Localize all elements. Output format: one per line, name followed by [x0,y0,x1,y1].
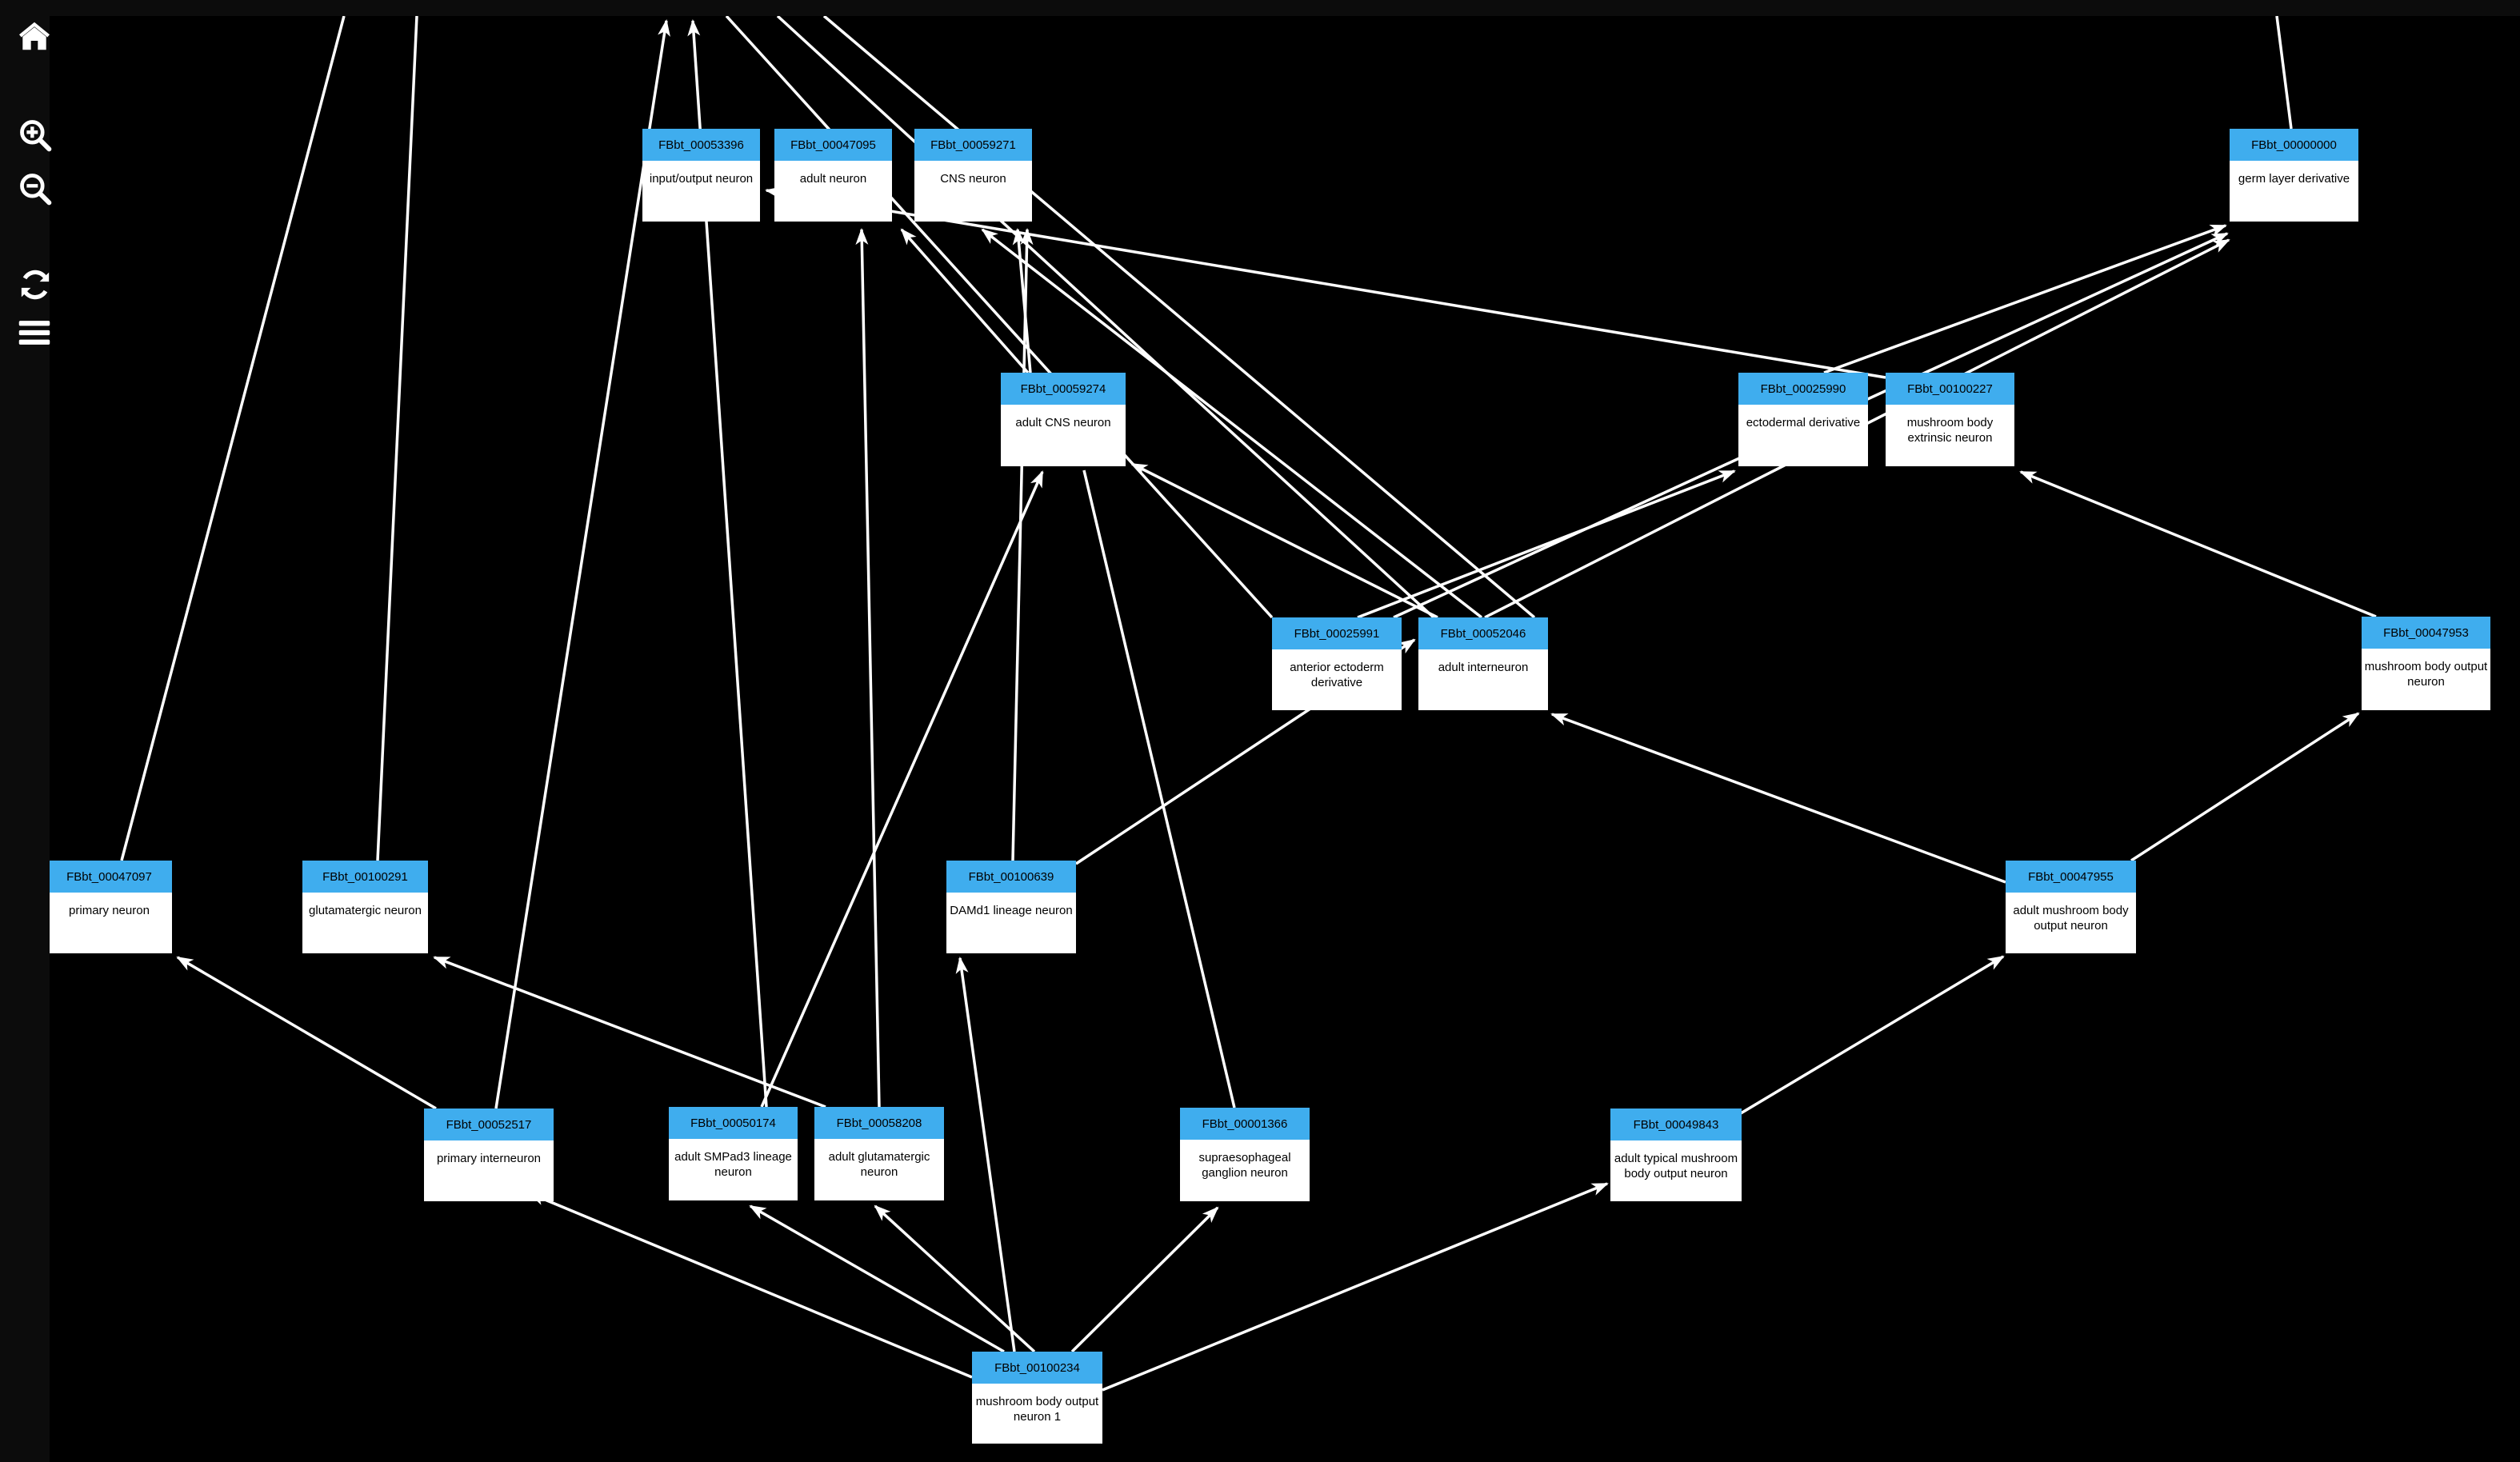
graph-edge-FBbt_00058208-to-FBbt_00100291 [433,956,826,1108]
graph-edge-FBbt_00100234-to-FBbt_00050174 [749,1204,1005,1353]
node-id-label: FBbt_00049843 [1610,1108,1742,1140]
menu-icon[interactable] [18,318,51,351]
node-id-label: FBbt_00025991 [1272,617,1402,649]
node-term-label: CNS neuron [914,161,1032,222]
node-term-label: adult SMPad3 lineage neuron [669,1139,798,1200]
graph-edge-FBbt_00052517-to-FBbt_00047097 [176,956,437,1110]
node-term-label: adult mushroom body output neuron [2006,893,2136,953]
zoom-out-icon[interactable] [18,171,52,210]
graph-edge-FBbt_00025990-to-FBbt_00000000 [1823,224,2227,374]
node-id-label: FBbt_00047955 [2006,861,2136,893]
node-term-label: DAMd1 lineage neuron [946,893,1076,953]
node-id-label: FBbt_00052517 [424,1108,554,1140]
node-id-label: FBbt_00100639 [946,861,1076,893]
graph-edge-FBbt_00050174-to-FBbt_00059274 [760,470,1044,1108]
node-term-label: primary neuron [46,893,172,953]
node-id-label: FBbt_00053396 [642,129,760,161]
graph-edge-FBbt_00059274-to-FBbt_00059271 [1012,228,1032,373]
node-id-label: FBbt_00058208 [814,1107,944,1139]
node-id-label: FBbt_00100234 [972,1352,1102,1384]
node-term-label: anterior ectoderm derivative [1272,649,1402,710]
graph-edge-FBbt_00052046-to-offscreen-top-6 [776,14,1435,619]
graph-edge-FBbt_00052046-to-offscreen-top-7 [822,14,1536,619]
graph-edge-FBbt_00025991-to-FBbt_00025990 [1357,469,1736,619]
node-id-label: FBbt_00059274 [1001,373,1126,405]
graph-edge-FBbt_00059274-to-FBbt_00047095 [900,228,1030,374]
graph-edge-FBbt_00052517-to-offscreen-top-1 [494,19,670,1109]
left-toolbar-rail [0,0,50,1462]
top-bar [0,0,2520,16]
graph-edge-FBbt_00047953-to-FBbt_00100227 [2019,470,2377,618]
graph-edge-FBbt_00100234-to-FBbt_00100639 [955,957,1016,1352]
node-term-label: glutamatergic neuron [302,893,428,953]
node-term-label: mushroom body output neuron [2362,649,2490,710]
node-id-label: FBbt_00025990 [1738,373,1868,405]
graph-edge-FBbt_00047097-to-offscreen-top-3 [120,15,346,861]
node-id-label: FBbt_00059271 [914,129,1032,161]
graph-edge-FBbt_00100639-to-FBbt_00059271 [1011,228,1034,861]
node-term-label: supraesophageal ganglion neuron [1180,1140,1310,1201]
node-id-label: FBbt_00047097 [46,861,172,893]
node-term-label: mushroom body output neuron 1 [972,1384,1102,1444]
refresh-icon[interactable] [18,268,51,306]
zoom-in-icon[interactable] [18,118,52,157]
graph-edge-FBbt_00100234-to-FBbt_00058208 [874,1204,1036,1353]
node-id-label: FBbt_00047953 [2362,617,2490,649]
node-term-label: ectodermal derivative [1738,405,1868,466]
graph-edge-FBbt_00047955-to-FBbt_00047953 [2130,712,2360,862]
graph-edge-FBbt_00100234-to-FBbt_00052517 [528,1192,973,1379]
node-id-label: FBbt_00047095 [774,129,892,161]
node-id-label: FBbt_00000000 [2230,129,2358,161]
node-id-label: FBbt_00001366 [1180,1108,1310,1140]
node-term-label: mushroom body extrinsic neuron [1886,405,2014,466]
graph-edge-FBbt_00100227-to-FBbt_00053396 [765,186,1886,379]
node-term-label: input/output neuron [642,161,760,222]
graph-toolbar [18,21,52,351]
graph-edge-FBbt_00100234-to-FBbt_00049843 [1102,1182,1609,1392]
node-term-label: adult interneuron [1418,649,1548,710]
node-term-label: adult CNS neuron [1001,405,1126,466]
node-term-label: primary interneuron [424,1140,554,1201]
graph-edge-FBbt_00052046-to-FBbt_00059274 [1130,462,1438,619]
graph-edge-FBbt_00100234-to-FBbt_00001366 [1070,1206,1219,1353]
home-icon[interactable] [18,21,51,55]
node-term-label: adult glutamatergic neuron [814,1139,944,1200]
node-term-label: germ layer derivative [2230,161,2358,222]
graph-edge-FBbt_00049843-to-FBbt_00047955 [1740,955,2005,1115]
graph-edge-FBbt_00025991-to-offscreen-top-5 [725,14,1274,619]
graph-edge-FBbt_00047955-to-FBbt_00052046 [1550,713,2006,884]
graph-edge-FBbt_00000000-to-offscreen-top-8 [2275,15,2293,130]
graph-edge-FBbt_00001366-to-FBbt_00059274 [1082,469,1236,1108]
graph-edge-FBbt_00058208-to-FBbt_00047095 [855,228,881,1108]
node-id-label: FBbt_00100227 [1886,373,2014,405]
node-id-label: FBbt_00052046 [1418,617,1548,649]
node-term-label: adult neuron [774,161,892,222]
graph-edge-FBbt_00052046-to-FBbt_00059271 [981,228,1483,619]
node-term-label: adult typical mushroom body output neuro… [1610,1140,1742,1201]
node-id-label: FBbt_00050174 [669,1107,798,1139]
graph-edge-FBbt_00100291-to-offscreen-top-4 [376,15,418,861]
node-id-label: FBbt_00100291 [302,861,428,893]
